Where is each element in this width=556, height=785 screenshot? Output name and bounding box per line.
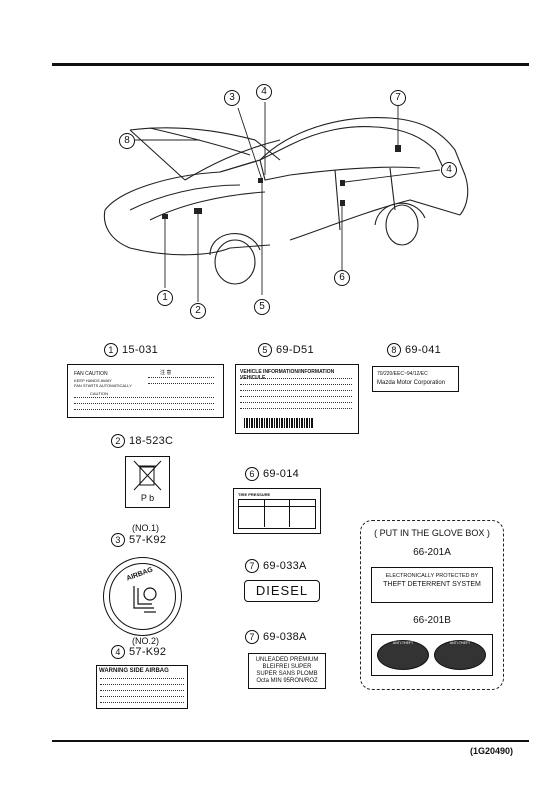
vehicle-information-label: VEHICLE INFORMATION/INFORMATION VEHICULE — [235, 364, 359, 434]
bottom-rule — [52, 740, 529, 742]
fan-caution-label: FAN CAUTION KEEP HANDS AWAY FAN STARTS A… — [67, 364, 224, 418]
airbag-label: AIRBAG — [103, 557, 182, 636]
callout-3: 3 — [224, 90, 240, 106]
figure-reference: (1G20490) — [470, 746, 514, 756]
callout-5: 5 — [254, 299, 270, 315]
pb-disposal-label: P b — [125, 456, 170, 508]
anti-theft-badge-right: ANTI-THEFT — [434, 640, 486, 670]
callout-4-right: 4 — [441, 162, 457, 178]
tire-pressure-label: TIRE PRESSURE — [233, 488, 321, 534]
fuel-unleaded-label: UNLEADED PREMIUM BLEIFREI SUPER SUPER SA… — [248, 653, 326, 689]
crossed-bin-icon — [133, 460, 162, 491]
callout-7: 7 — [390, 90, 406, 106]
part-4-note: (NO.2) — [132, 636, 159, 646]
callout-2: 2 — [190, 303, 206, 319]
mazda-approval-label: 70/220/EEC~94/12/EC Mazda Motor Corporat… — [372, 366, 459, 392]
side-airbag-warning-label: WARNING SIDE AIRBAG — [96, 665, 188, 709]
glove-box-group: ( PUT IN THE GLOVE BOX ) 66-201A ELECTRO… — [360, 520, 504, 690]
barcode — [244, 418, 314, 428]
theft-deterrent-label: ELECTRONICALLY PROTECTED BY THEFT DETERR… — [371, 567, 493, 603]
callout-6: 6 — [334, 270, 350, 286]
diesel-label: DIESEL — [244, 580, 320, 602]
anti-theft-badge-label: ANTI-THEFT ANTI-THEFT — [371, 634, 493, 676]
car-illustration — [103, 102, 469, 302]
callout-4-top: 4 — [256, 84, 272, 100]
seat-airbag-icon — [133, 586, 157, 613]
callout-1: 1 — [157, 290, 173, 306]
callout-8: 8 — [119, 133, 135, 149]
part-3-note: (NO.1) — [132, 523, 159, 533]
top-rule — [52, 63, 529, 66]
anti-theft-badge-left: ANTI-THEFT — [377, 640, 429, 670]
